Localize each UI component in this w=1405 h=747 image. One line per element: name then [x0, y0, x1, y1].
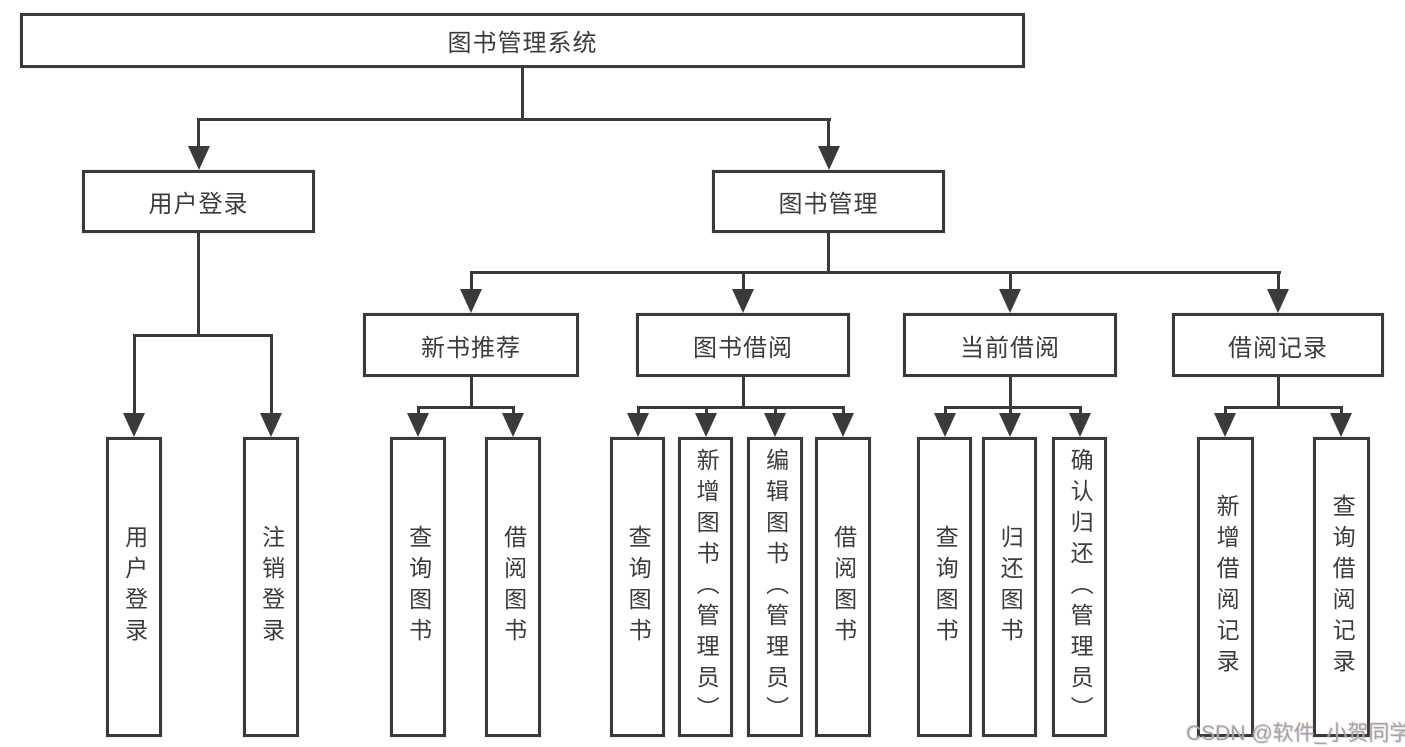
leaf-cb-confirm-return-admin: 确认归还（管理员）	[1052, 437, 1107, 737]
node-book-borrow: 图书借阅	[636, 313, 850, 377]
arrowhead-cb-confirm	[1069, 413, 1091, 437]
connector-to-bb-borrow	[842, 406, 845, 418]
arrowhead-leaf-logout	[260, 413, 282, 437]
node-user-login: 用户登录	[82, 170, 315, 233]
node-borrow-records: 借阅记录	[1172, 313, 1384, 377]
node-book-mgmt: 图书管理	[712, 170, 945, 233]
arrowhead-leaf-login	[123, 413, 145, 437]
leaf-user-login: 用户登录	[106, 437, 162, 737]
node-user-login-label: 用户登录	[148, 191, 249, 218]
connector-to-borrow-records	[1277, 271, 1280, 291]
connector-book-mgmt-split	[470, 271, 1281, 274]
arrowhead-br-query	[1330, 413, 1352, 437]
connector-user-login-split	[133, 334, 273, 337]
connector-to-user-login	[197, 118, 200, 151]
leaf-bb-edit-books-admin-label: 编辑图书（管理员）	[762, 447, 789, 727]
connector-book-mgmt-stem	[827, 231, 830, 273]
leaf-br-add-record: 新增借阅记录	[1197, 437, 1254, 737]
arrowhead-cb-query	[934, 413, 956, 437]
node-borrow-records-label: 借阅记录	[1228, 334, 1328, 362]
arrowhead-nb-query	[407, 413, 429, 437]
node-new-books-label: 新书推荐	[421, 334, 521, 362]
arrowhead-nb-borrow	[502, 413, 524, 437]
arrowhead-book-mgmt	[818, 146, 840, 170]
leaf-cb-return-books: 归还图书	[982, 437, 1037, 737]
leaf-br-query-record: 查询借阅记录	[1313, 437, 1370, 737]
leaf-logout-label: 注销登录	[258, 525, 285, 649]
leaf-bb-query-books-label: 查询图书	[625, 525, 652, 649]
leaf-cb-return-books-label: 归还图书	[997, 525, 1024, 649]
leaf-nb-query-books-label: 查询图书	[405, 525, 432, 649]
leaf-cb-confirm-return-admin-label: 确认归还（管理员）	[1067, 447, 1094, 727]
connector-root-stem	[521, 66, 524, 119]
arrowhead-cb-return	[999, 413, 1021, 437]
connector-to-book-borrow	[742, 271, 745, 291]
arrowhead-bb-edit	[764, 413, 786, 437]
arrowhead-current-borrow	[999, 289, 1021, 313]
connector-to-bb-edit	[774, 406, 777, 418]
leaf-bb-add-books-admin-label: 新增图书（管理员）	[693, 447, 720, 727]
node-new-books: 新书推荐	[363, 313, 579, 377]
connector-to-br-query	[1340, 406, 1343, 418]
connector-to-new-books	[470, 271, 473, 291]
node-current-borrow: 当前借阅	[903, 313, 1117, 377]
node-root-label: 图书管理系统	[447, 30, 598, 57]
connector-new-books-split	[417, 406, 515, 409]
leaf-bb-borrow-books: 借阅图书	[815, 437, 871, 737]
arrowhead-br-add	[1214, 413, 1236, 437]
connector-to-bb-add	[705, 406, 708, 418]
connector-to-nb-borrow	[512, 406, 515, 418]
connector-borrow-records-split	[1224, 406, 1343, 409]
leaf-cb-query-books: 查询图书	[917, 437, 972, 737]
leaf-bb-borrow-books-label: 借阅图书	[830, 525, 857, 649]
connector-current-borrow-split	[944, 406, 1082, 409]
arrowhead-borrow-records	[1267, 289, 1289, 313]
connector-book-borrow-stem	[742, 375, 745, 407]
node-current-borrow-label: 当前借阅	[960, 334, 1060, 362]
leaf-br-query-record-label: 查询借阅记录	[1329, 494, 1356, 680]
connector-to-current-borrow	[1009, 271, 1012, 291]
connector-book-borrow-split	[637, 406, 845, 409]
leaf-bb-query-books: 查询图书	[610, 437, 665, 737]
connector-to-book-mgmt	[827, 118, 830, 151]
connector-current-borrow-stem	[1009, 375, 1012, 407]
leaf-bb-edit-books-admin: 编辑图书（管理员）	[747, 437, 803, 737]
connector-to-cb-return	[1009, 406, 1012, 418]
connector-to-leaf-logout	[270, 334, 273, 414]
arrowhead-bb-borrow	[832, 413, 854, 437]
arrowhead-bb-query	[627, 413, 649, 437]
node-book-mgmt-label: 图书管理	[778, 191, 879, 218]
node-book-borrow-label: 图书借阅	[693, 334, 793, 362]
connector-to-cb-query	[944, 406, 947, 418]
connector-root-split	[197, 118, 831, 121]
leaf-cb-query-books-label: 查询图书	[932, 525, 959, 649]
connector-user-login-stem	[197, 231, 200, 335]
arrowhead-new-books	[460, 289, 482, 313]
leaf-user-login-label: 用户登录	[121, 525, 148, 649]
connector-new-books-stem	[470, 375, 473, 407]
leaf-br-add-record-label: 新增借阅记录	[1213, 494, 1240, 680]
connector-to-bb-query	[637, 406, 640, 418]
arrowhead-bb-add	[695, 413, 717, 437]
connector-to-br-add	[1224, 406, 1227, 418]
csdn-watermark: CSDN @软件_小贺同学	[1186, 722, 1405, 745]
connector-to-leaf-login	[133, 334, 136, 414]
arrowhead-book-borrow	[732, 289, 754, 313]
arrowhead-user-login	[188, 146, 210, 170]
leaf-bb-add-books-admin: 新增图书（管理员）	[678, 437, 733, 737]
leaf-nb-borrow-books: 借阅图书	[485, 437, 541, 737]
leaf-logout: 注销登录	[243, 437, 299, 737]
leaf-nb-borrow-books-label: 借阅图书	[500, 525, 527, 649]
connector-to-nb-query	[417, 406, 420, 418]
node-root: 图书管理系统	[20, 13, 1025, 68]
connector-borrow-records-stem	[1277, 375, 1280, 407]
connector-to-cb-confirm	[1079, 406, 1082, 418]
leaf-nb-query-books: 查询图书	[390, 437, 446, 737]
